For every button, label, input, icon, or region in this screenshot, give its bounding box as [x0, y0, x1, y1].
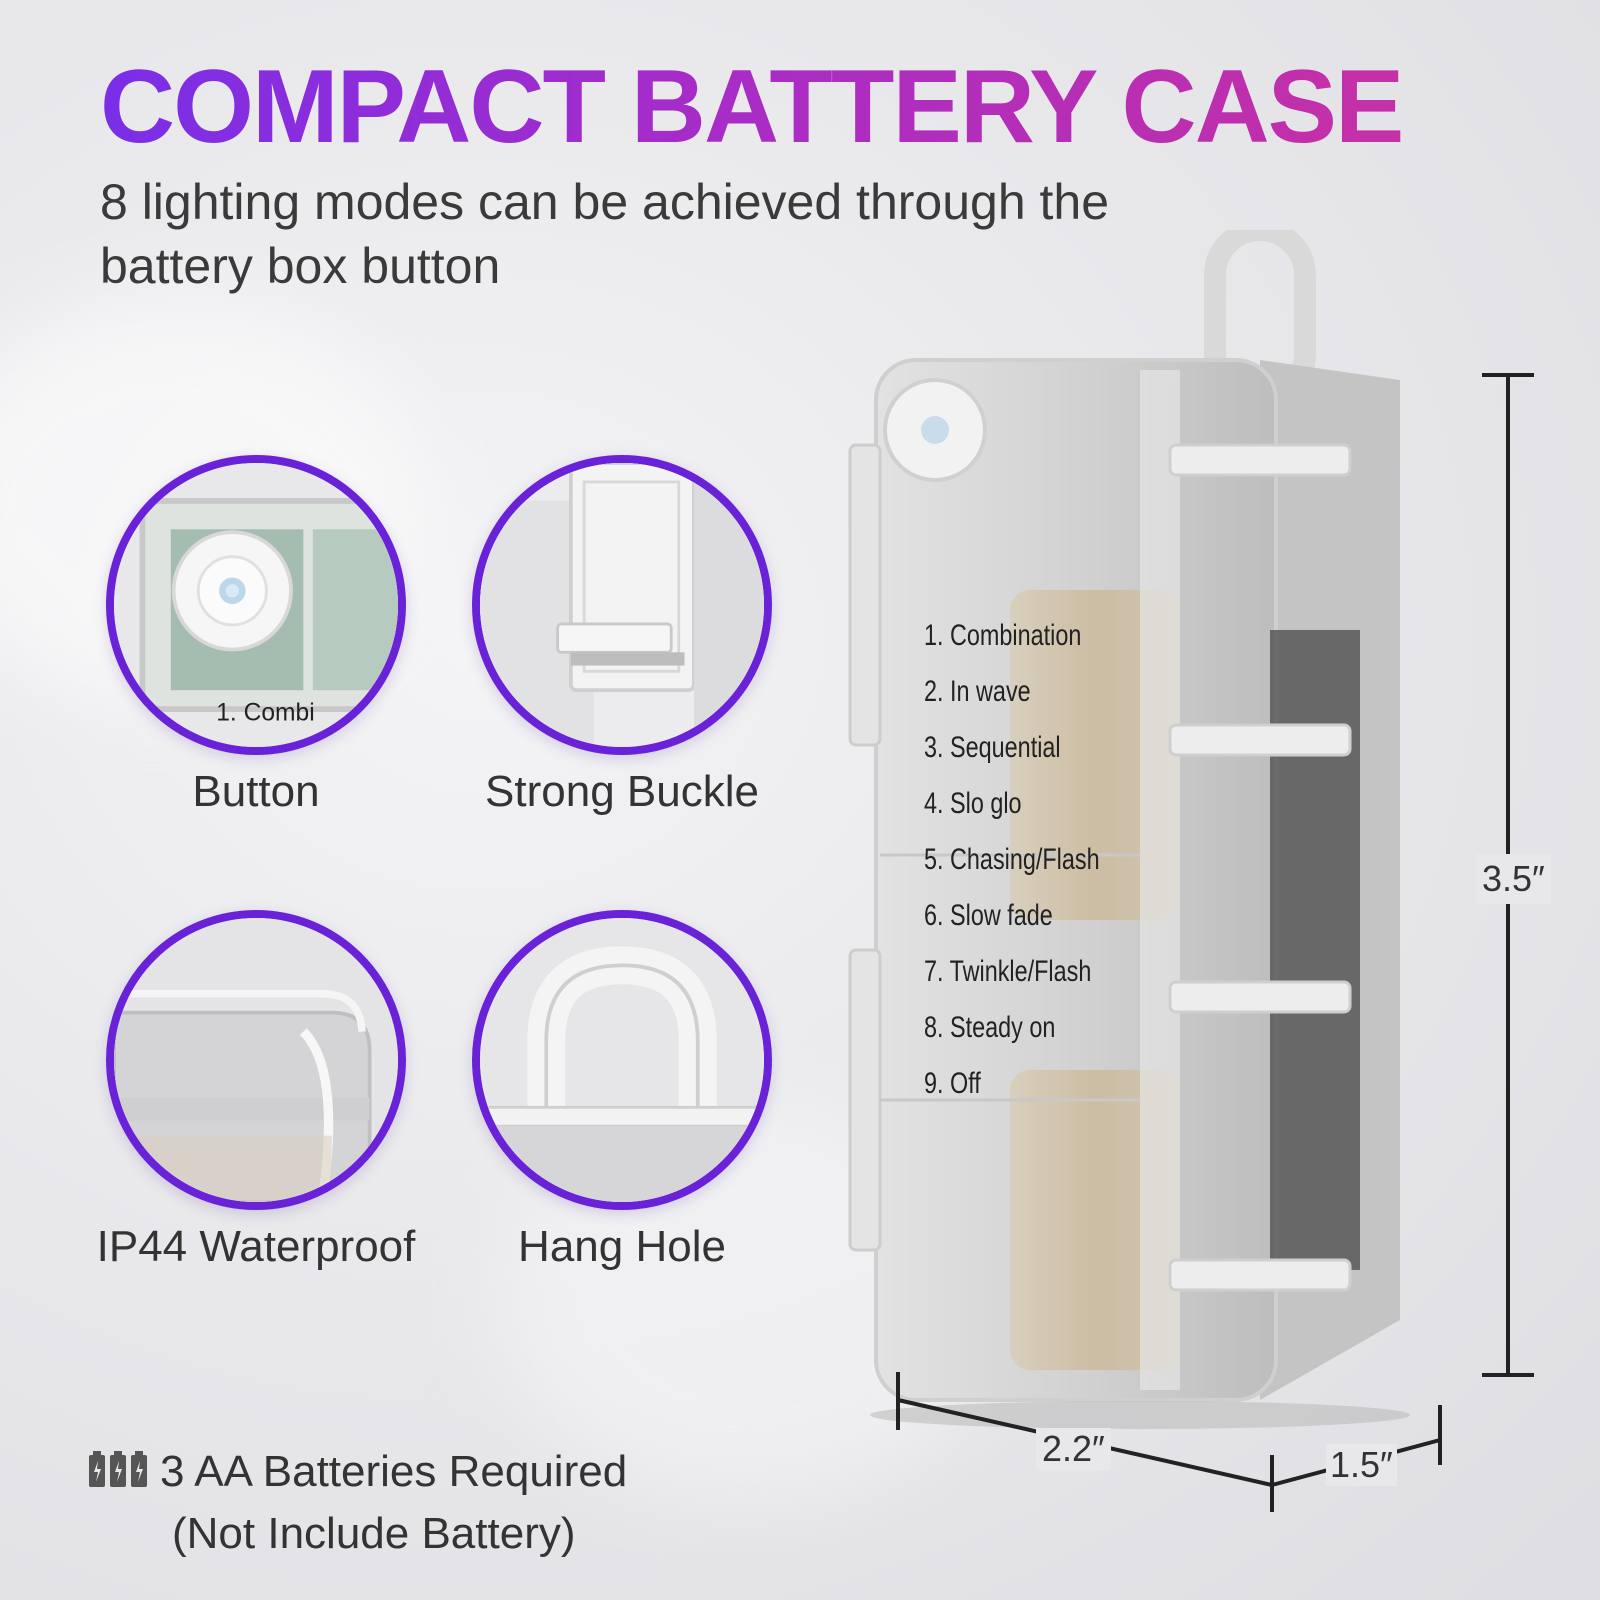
- feature-label: Strong Buckle: [485, 767, 759, 816]
- buckle-closeup-icon: [472, 455, 772, 755]
- battery-icon: [88, 1444, 148, 1504]
- page-title: COMPACT BATTERY CASE: [100, 49, 1404, 165]
- mode-item: 9. Off: [924, 1067, 981, 1100]
- waterproof-closeup-icon: [106, 910, 406, 1210]
- battery-note-line1: 3 AA Batteries Required: [160, 1447, 628, 1496]
- lighting-mode-list: 1. Combination 2. In wave 3. Sequential …: [924, 608, 1100, 1112]
- mode-item: 8. Steady on: [924, 1011, 1056, 1044]
- mode-item: 5. Chasing/Flash: [924, 843, 1100, 876]
- width-dimension: 2.2″: [1036, 1428, 1111, 1470]
- feature-waterproof: IP44 Waterproof: [86, 910, 426, 1272]
- mode-item: 4. Slo glo: [924, 787, 1022, 820]
- feature-button: 1. Combi Button: [86, 455, 426, 817]
- feature-label: IP44 Waterproof: [96, 1222, 416, 1271]
- battery-box-product-image: [848, 230, 1410, 1429]
- svg-text:1. Combi: 1. Combi: [216, 699, 314, 726]
- feature-label: Button: [192, 767, 320, 816]
- page-subtitle: 8 lighting modes can be achieved through…: [100, 174, 1110, 294]
- depth-dimension: 1.5″: [1326, 1444, 1397, 1486]
- mode-item: 3. Sequential: [924, 731, 1061, 764]
- hang-hole-closeup-icon: [472, 910, 772, 1210]
- height-dimension: 3.5″: [1476, 854, 1551, 904]
- mode-item: 7. Twinkle/Flash: [924, 955, 1092, 988]
- mode-item: 2. In wave: [924, 675, 1031, 708]
- mode-item: 6. Slow fade: [924, 899, 1053, 932]
- feature-label: Hang Hole: [518, 1222, 726, 1271]
- battery-note-line2: (Not Include Battery): [172, 1509, 576, 1559]
- mode-item: 1. Combination: [924, 619, 1082, 652]
- button-closeup-icon: 1. Combi: [106, 455, 406, 755]
- battery-requirement-note: 3 AA Batteries Required (Not Include Bat…: [88, 1442, 627, 1564]
- feature-hang-hole: Hang Hole: [452, 910, 792, 1272]
- feature-strong-buckle: Strong Buckle: [452, 455, 792, 817]
